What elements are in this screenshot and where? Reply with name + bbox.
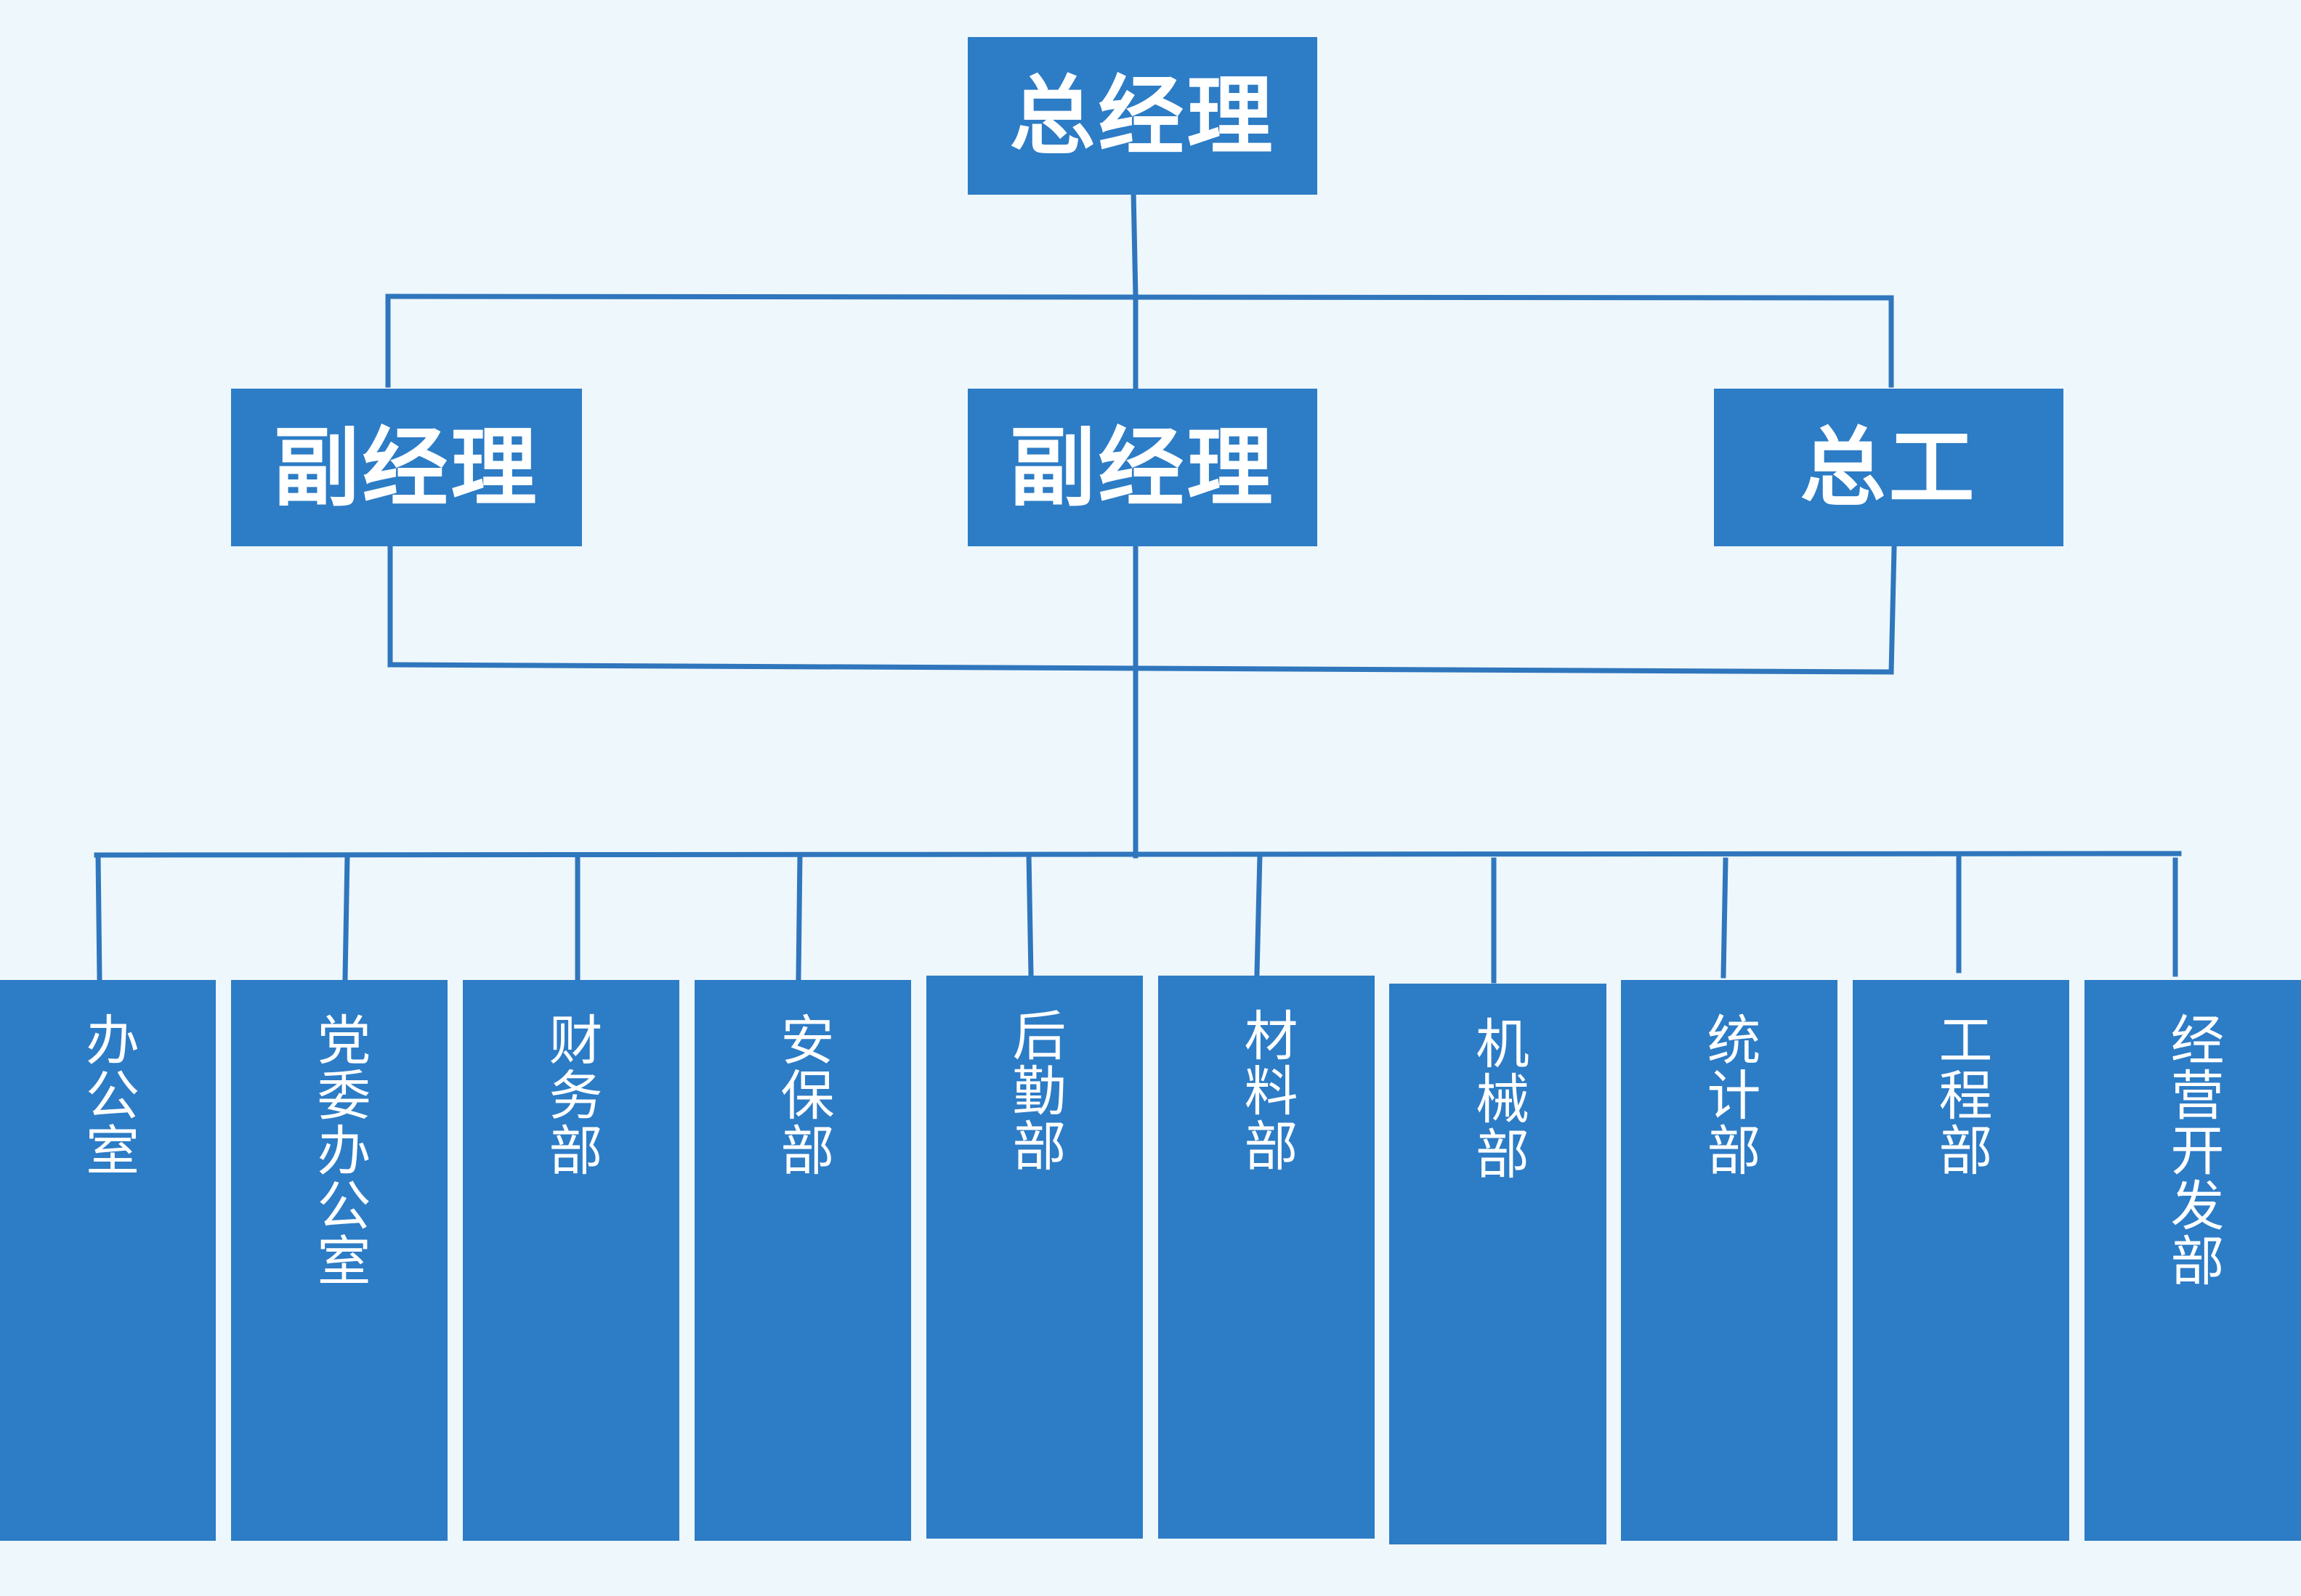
connector-middle-bus [387,662,1894,675]
root-label: 总经理 [1009,65,1276,166]
department-label-8: 统计部 [1698,1012,1760,1178]
connector-right-to-bus [1888,545,1897,675]
connector-dept-5 [1026,852,1034,977]
department-box-1: 办公室 [0,980,216,1541]
department-box-2: 党委办公室 [231,980,448,1541]
connector-dept-2 [342,852,350,981]
level2-box-2: 副经理 [968,389,1317,546]
department-box-5: 后勤部 [926,976,1143,1539]
department-label-5: 后勤部 [1003,1008,1066,1173]
root-box: 总经理 [968,37,1317,195]
department-box-7: 机械部 [1389,984,1606,1544]
connector-dept-1 [95,852,102,981]
connector-dept-4 [796,852,803,981]
connector-departments-bus [94,851,2182,858]
department-box-6: 材料部 [1158,976,1375,1539]
department-box-8: 统计部 [1621,980,1837,1541]
department-label-9: 工程部 [1930,1012,1992,1178]
department-box-9: 工程部 [1853,980,2069,1541]
connector-root-down [1131,189,1139,299]
level2-box-3: 总工 [1714,389,2063,546]
department-label-4: 安保部 [772,1012,834,1178]
department-label-7: 机械部 [1466,1016,1529,1181]
department-box-4: 安保部 [695,980,911,1541]
connector-dept-6 [1254,852,1263,977]
department-box-10: 经营开发部 [2084,980,2301,1541]
department-box-3: 财务部 [463,980,679,1541]
level2-label-2: 副经理 [1009,417,1276,518]
department-label-2: 党委办公室 [308,1012,371,1288]
connector-level2-bus [385,293,1894,301]
connector-dept-8 [1720,857,1728,979]
department-label-10: 经营开发部 [2162,1012,2224,1288]
department-label-1: 办公室 [76,1012,139,1178]
level2-box-1: 副经理 [231,389,582,546]
level2-label-3: 总工 [1800,417,1978,518]
department-label-6: 材料部 [1235,1008,1298,1173]
department-label-3: 财务部 [540,1012,602,1178]
level2-label-1: 副经理 [273,417,540,518]
